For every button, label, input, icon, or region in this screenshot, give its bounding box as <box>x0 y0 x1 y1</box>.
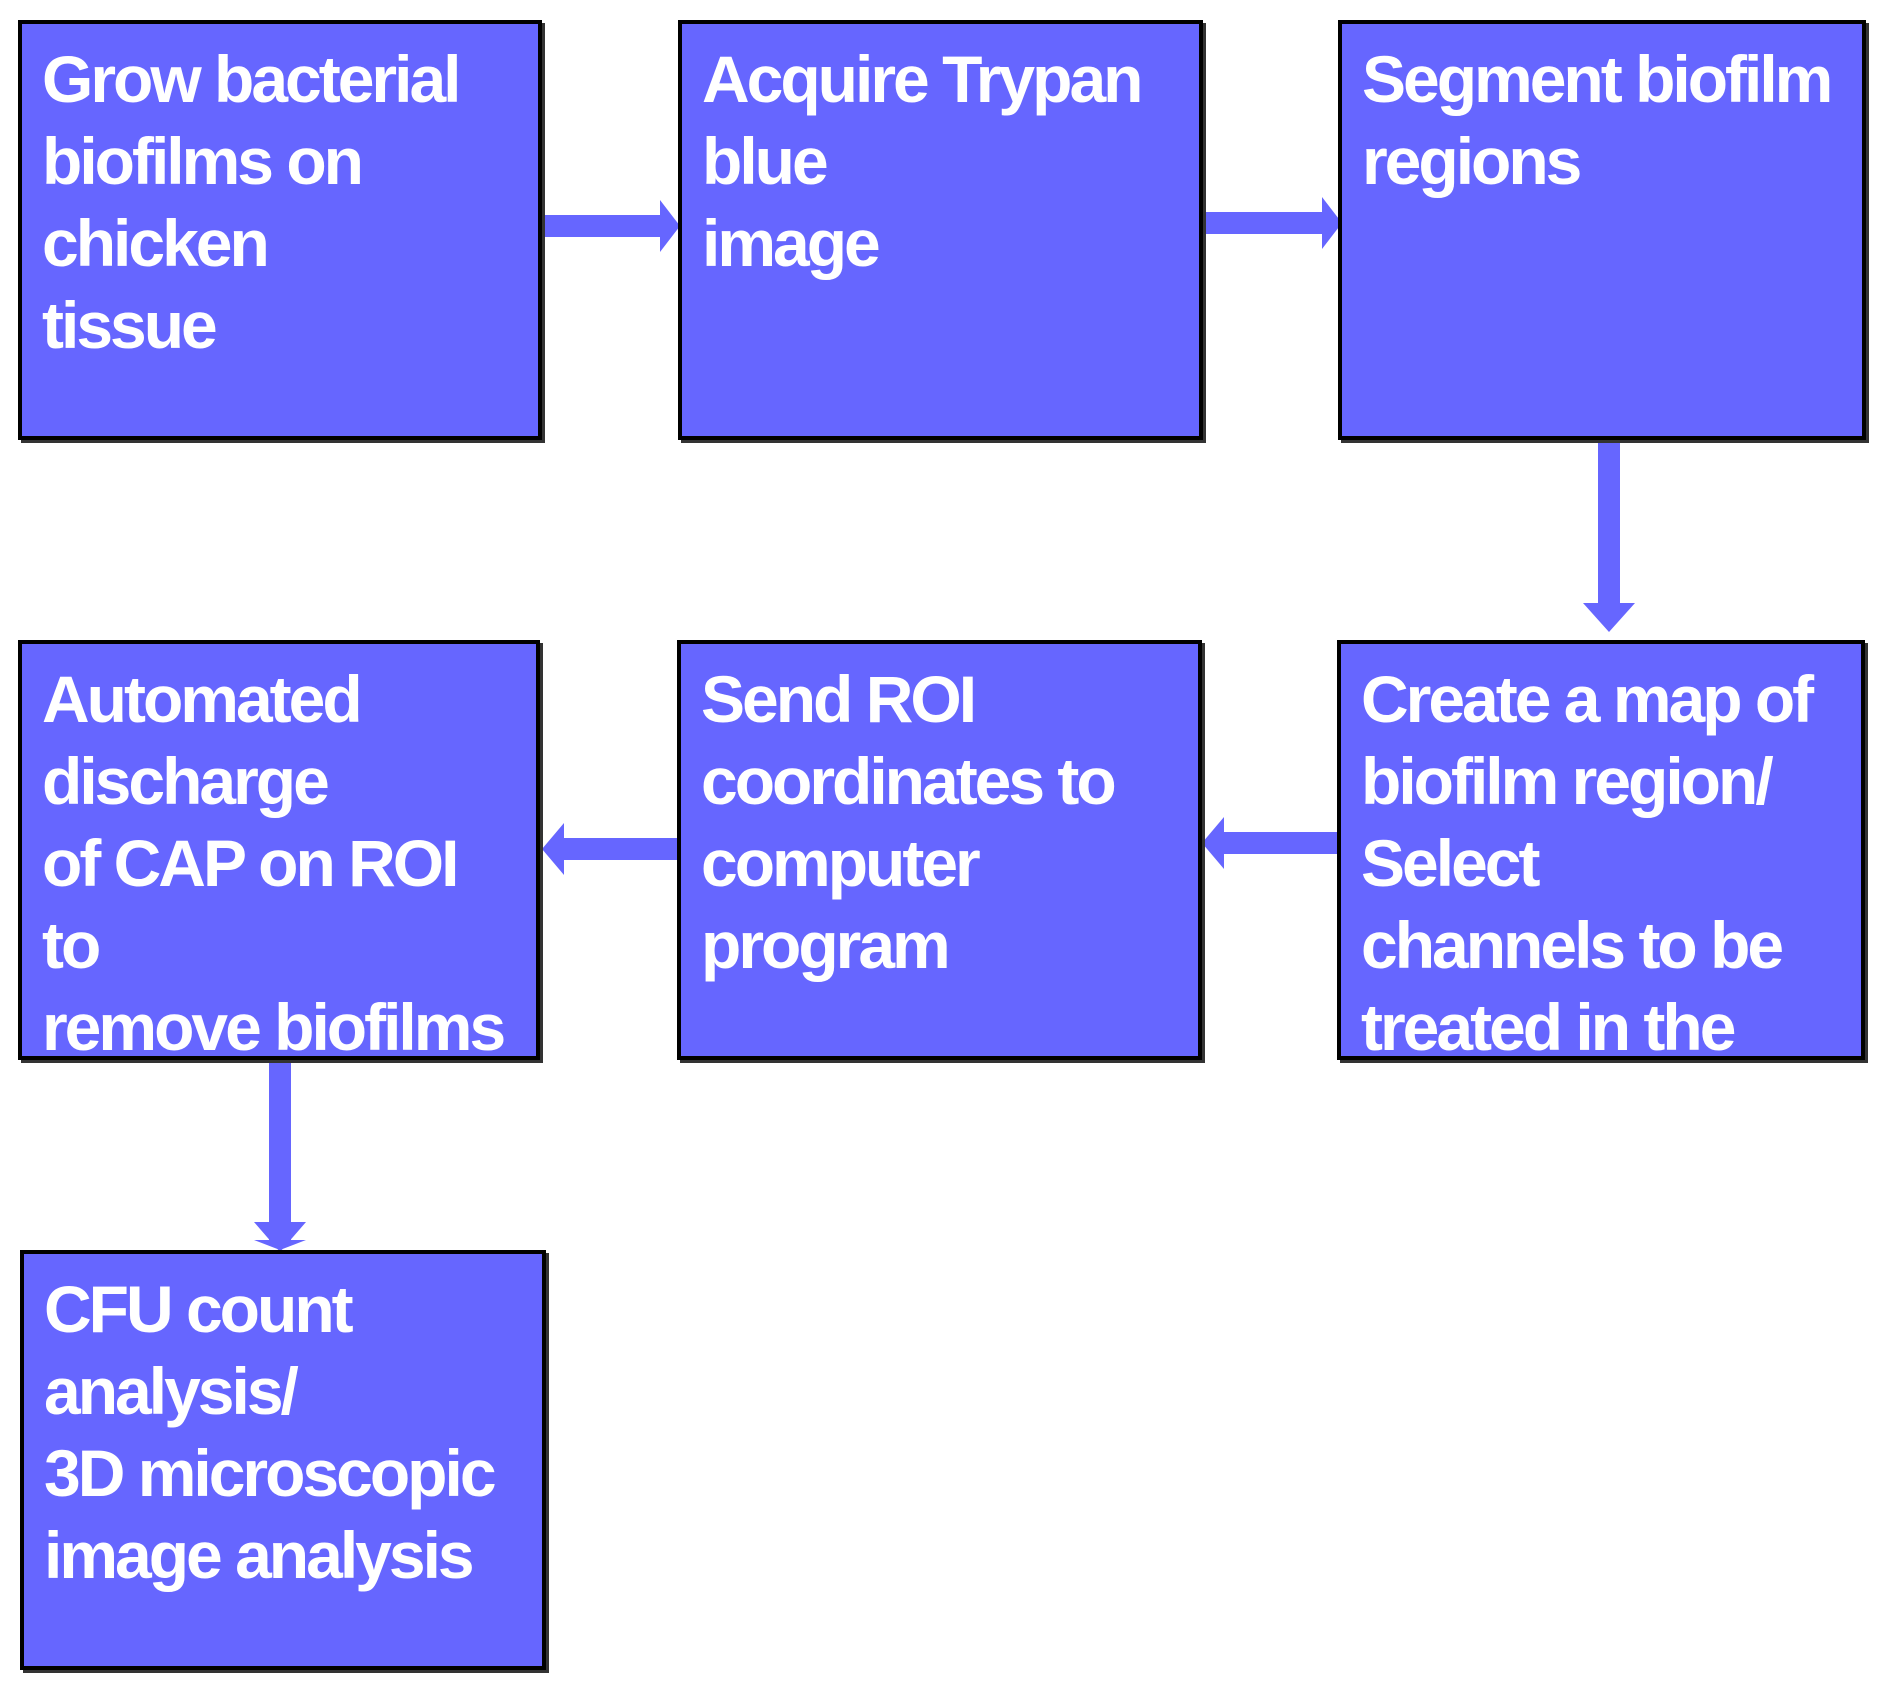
arrow-send-to-discharge <box>542 823 684 875</box>
step-grow-biofilms: Grow bacterial biofilms on chicken tissu… <box>18 20 542 440</box>
arrow-grow-to-acquire <box>540 200 680 252</box>
arrow-segment-to-map <box>1583 443 1635 632</box>
step-send-roi-label: Send ROI coordinates to computer program <box>701 662 1117 982</box>
step-automated-discharge: Automated discharge of CAP on ROI to rem… <box>18 640 540 1064</box>
step-cfu-analysis-label: CFU count analysis/ 3D microscopic image… <box>44 1272 497 1592</box>
step-send-roi: Send ROI coordinates to computer program <box>677 640 1202 1060</box>
step-create-map: Create a map of biofilm region/ Select c… <box>1337 640 1865 1146</box>
arrow-discharge-to-analysis <box>254 1062 306 1252</box>
step-cfu-analysis: CFU count analysis/ 3D microscopic image… <box>20 1250 546 1670</box>
step-segment-regions: Segment biofilm regions <box>1338 20 1866 440</box>
step-acquire-image-label: Acquire Trypan blue image <box>702 42 1143 280</box>
step-acquire-image: Acquire Trypan blue image <box>678 20 1203 440</box>
arrow-acquire-to-segment <box>1202 197 1342 249</box>
step-automated-discharge-label: Automated discharge of CAP on ROI to rem… <box>42 662 506 1064</box>
arrow-map-to-send <box>1202 817 1344 869</box>
step-segment-regions-label: Segment biofilm regions <box>1362 42 1833 198</box>
step-create-map-label: Create a map of biofilm region/ Select c… <box>1361 662 1814 1146</box>
step-grow-biofilms-label: Grow bacterial biofilms on chicken tissu… <box>42 42 462 362</box>
